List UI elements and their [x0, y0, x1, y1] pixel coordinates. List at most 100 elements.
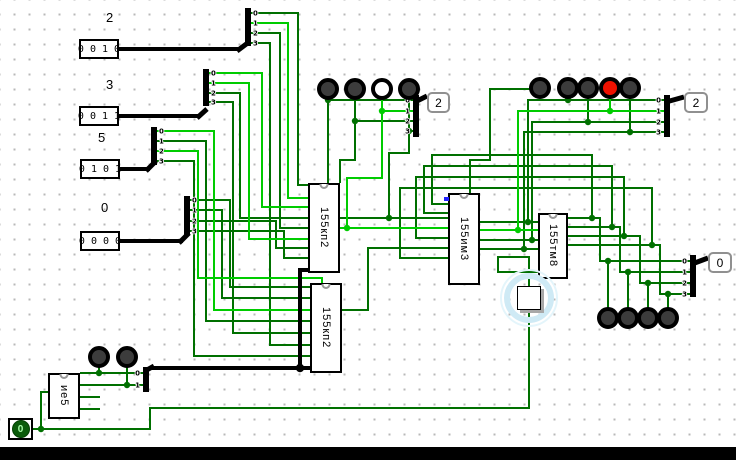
chip-notch: [459, 194, 469, 199]
chip-155kp2-2[interactable]: 155кп2: [310, 283, 342, 373]
selection-marker: [444, 197, 449, 201]
bus-pin-label: 0: [192, 197, 197, 205]
chip-155im3[interactable]: 155им3: [448, 193, 480, 285]
junction-dot: [123, 381, 131, 389]
led-probes: [88, 77, 679, 368]
junction-dot: [528, 236, 536, 244]
led-probe-bottom-right-2: [637, 307, 659, 329]
led-probe-bottom-right-1: [617, 307, 639, 329]
chip-label: 155им3: [458, 216, 470, 262]
junction-dot: [606, 107, 614, 115]
junction-dot: [524, 218, 532, 226]
bus-pin-label: 3: [656, 129, 661, 137]
display-top-middle: 2: [427, 92, 450, 113]
input-label-5: 5: [98, 130, 106, 145]
led-probe-right-single-0: [529, 77, 551, 99]
input-word-0[interactable]: 0 0 0 0: [79, 231, 121, 251]
input-word-5[interactable]: 0 1 0 1: [79, 159, 121, 179]
splitter-input-0: [184, 196, 190, 235]
display-top-right: 2: [684, 92, 708, 113]
junction-dot: [626, 128, 634, 136]
display-bottom-right: 0: [708, 252, 732, 273]
led-probe-top-middle-2: [371, 78, 393, 100]
bus-pin-label: 3: [253, 40, 258, 48]
input-word-2[interactable]: 0 0 1 0: [78, 39, 120, 59]
input-word-3[interactable]: 0 0 1 1: [78, 106, 120, 126]
led-probe-bottom-right-3: [657, 307, 679, 329]
chip-notch: [321, 284, 331, 289]
bus-pin-label: 2: [211, 90, 216, 98]
junction-dot: [608, 223, 616, 231]
bus-pin-label: 1: [211, 80, 216, 88]
chip-155tm8[interactable]: 155тм8: [538, 213, 568, 279]
bus-pin-label: 1: [253, 20, 258, 28]
junction-dot: [378, 107, 386, 115]
bus-pin-label: 0: [656, 97, 661, 105]
chip-notch: [59, 374, 69, 379]
bus-pin-label: 0: [211, 70, 216, 78]
junction-dot: [624, 268, 632, 276]
led-probe-top-right-3: [619, 77, 641, 99]
bus-pin-label: 2: [253, 30, 258, 38]
led-probe-counter-0: [88, 346, 110, 368]
led-probe-top-middle-3: [398, 78, 420, 100]
push-button[interactable]: [517, 286, 541, 310]
input-label-3: 3: [106, 77, 114, 92]
bus-pin-label: 3: [682, 291, 687, 299]
junction-dot: [351, 117, 359, 125]
junction-dot: [648, 241, 656, 249]
bottom-bar: [0, 447, 736, 460]
input-label-2: 2: [106, 10, 114, 25]
junction-dot: [343, 224, 351, 232]
junction-dot: [604, 257, 612, 265]
led-probe-top-middle-1: [344, 78, 366, 100]
bus-pin-label: 2: [192, 218, 197, 226]
junction-dot: [644, 279, 652, 287]
chip-label: ие5: [58, 385, 70, 407]
bus-pin-label: 3: [211, 99, 216, 107]
bus-pin-label: 3: [192, 228, 197, 236]
bus-pin-label: 2: [682, 280, 687, 288]
wires-bus: [118, 40, 709, 374]
bus-pin-label: 2: [656, 119, 661, 127]
bus-pin-label: 1: [135, 382, 140, 390]
wires-high: [157, 22, 664, 311]
clock-source[interactable]: 0: [8, 418, 33, 440]
junction-dot: [514, 226, 522, 234]
junction-dots: [37, 96, 672, 433]
junction-dot: [385, 214, 393, 222]
bus-pin-label: 1: [656, 108, 661, 116]
bus-pin-label: 1: [192, 207, 197, 215]
led-probe-top-right-1: [577, 77, 599, 99]
bus-pin-label: 0: [135, 370, 140, 378]
chip-ie5-counter[interactable]: ие5: [48, 373, 80, 419]
junction-dot: [588, 214, 596, 222]
merger-top-middle: [413, 95, 419, 137]
input-label-0: 0: [101, 200, 109, 215]
bus-pin-label: 0: [253, 10, 258, 18]
junction-dot: [620, 232, 628, 240]
junction-dot: [520, 245, 528, 253]
junction-dot: [95, 369, 103, 377]
bus-pin-label: 0: [405, 97, 410, 105]
junction-dot: [37, 425, 45, 433]
chip-notch: [319, 184, 329, 189]
clock-state: 0: [11, 420, 30, 438]
led-probe-bottom-right-0: [597, 307, 619, 329]
led-probe-top-right-2: [599, 77, 621, 99]
merger-bottom-right: [690, 255, 696, 297]
junction-dot: [405, 127, 413, 135]
bus-pin-label: 2: [159, 148, 164, 156]
chip-label: 155кп2: [318, 207, 330, 249]
bus-pin-label: 3: [405, 128, 410, 136]
bus-pin-label: 1: [159, 138, 164, 146]
led-probe-top-right-0: [557, 77, 579, 99]
chip-label: 155кп2: [320, 307, 332, 349]
bus-pin-label: 0: [159, 128, 164, 136]
junction-dot: [584, 118, 592, 126]
chip-155kp2-1[interactable]: 155кп2: [308, 183, 340, 273]
bus-pin-label: 2: [405, 118, 410, 126]
